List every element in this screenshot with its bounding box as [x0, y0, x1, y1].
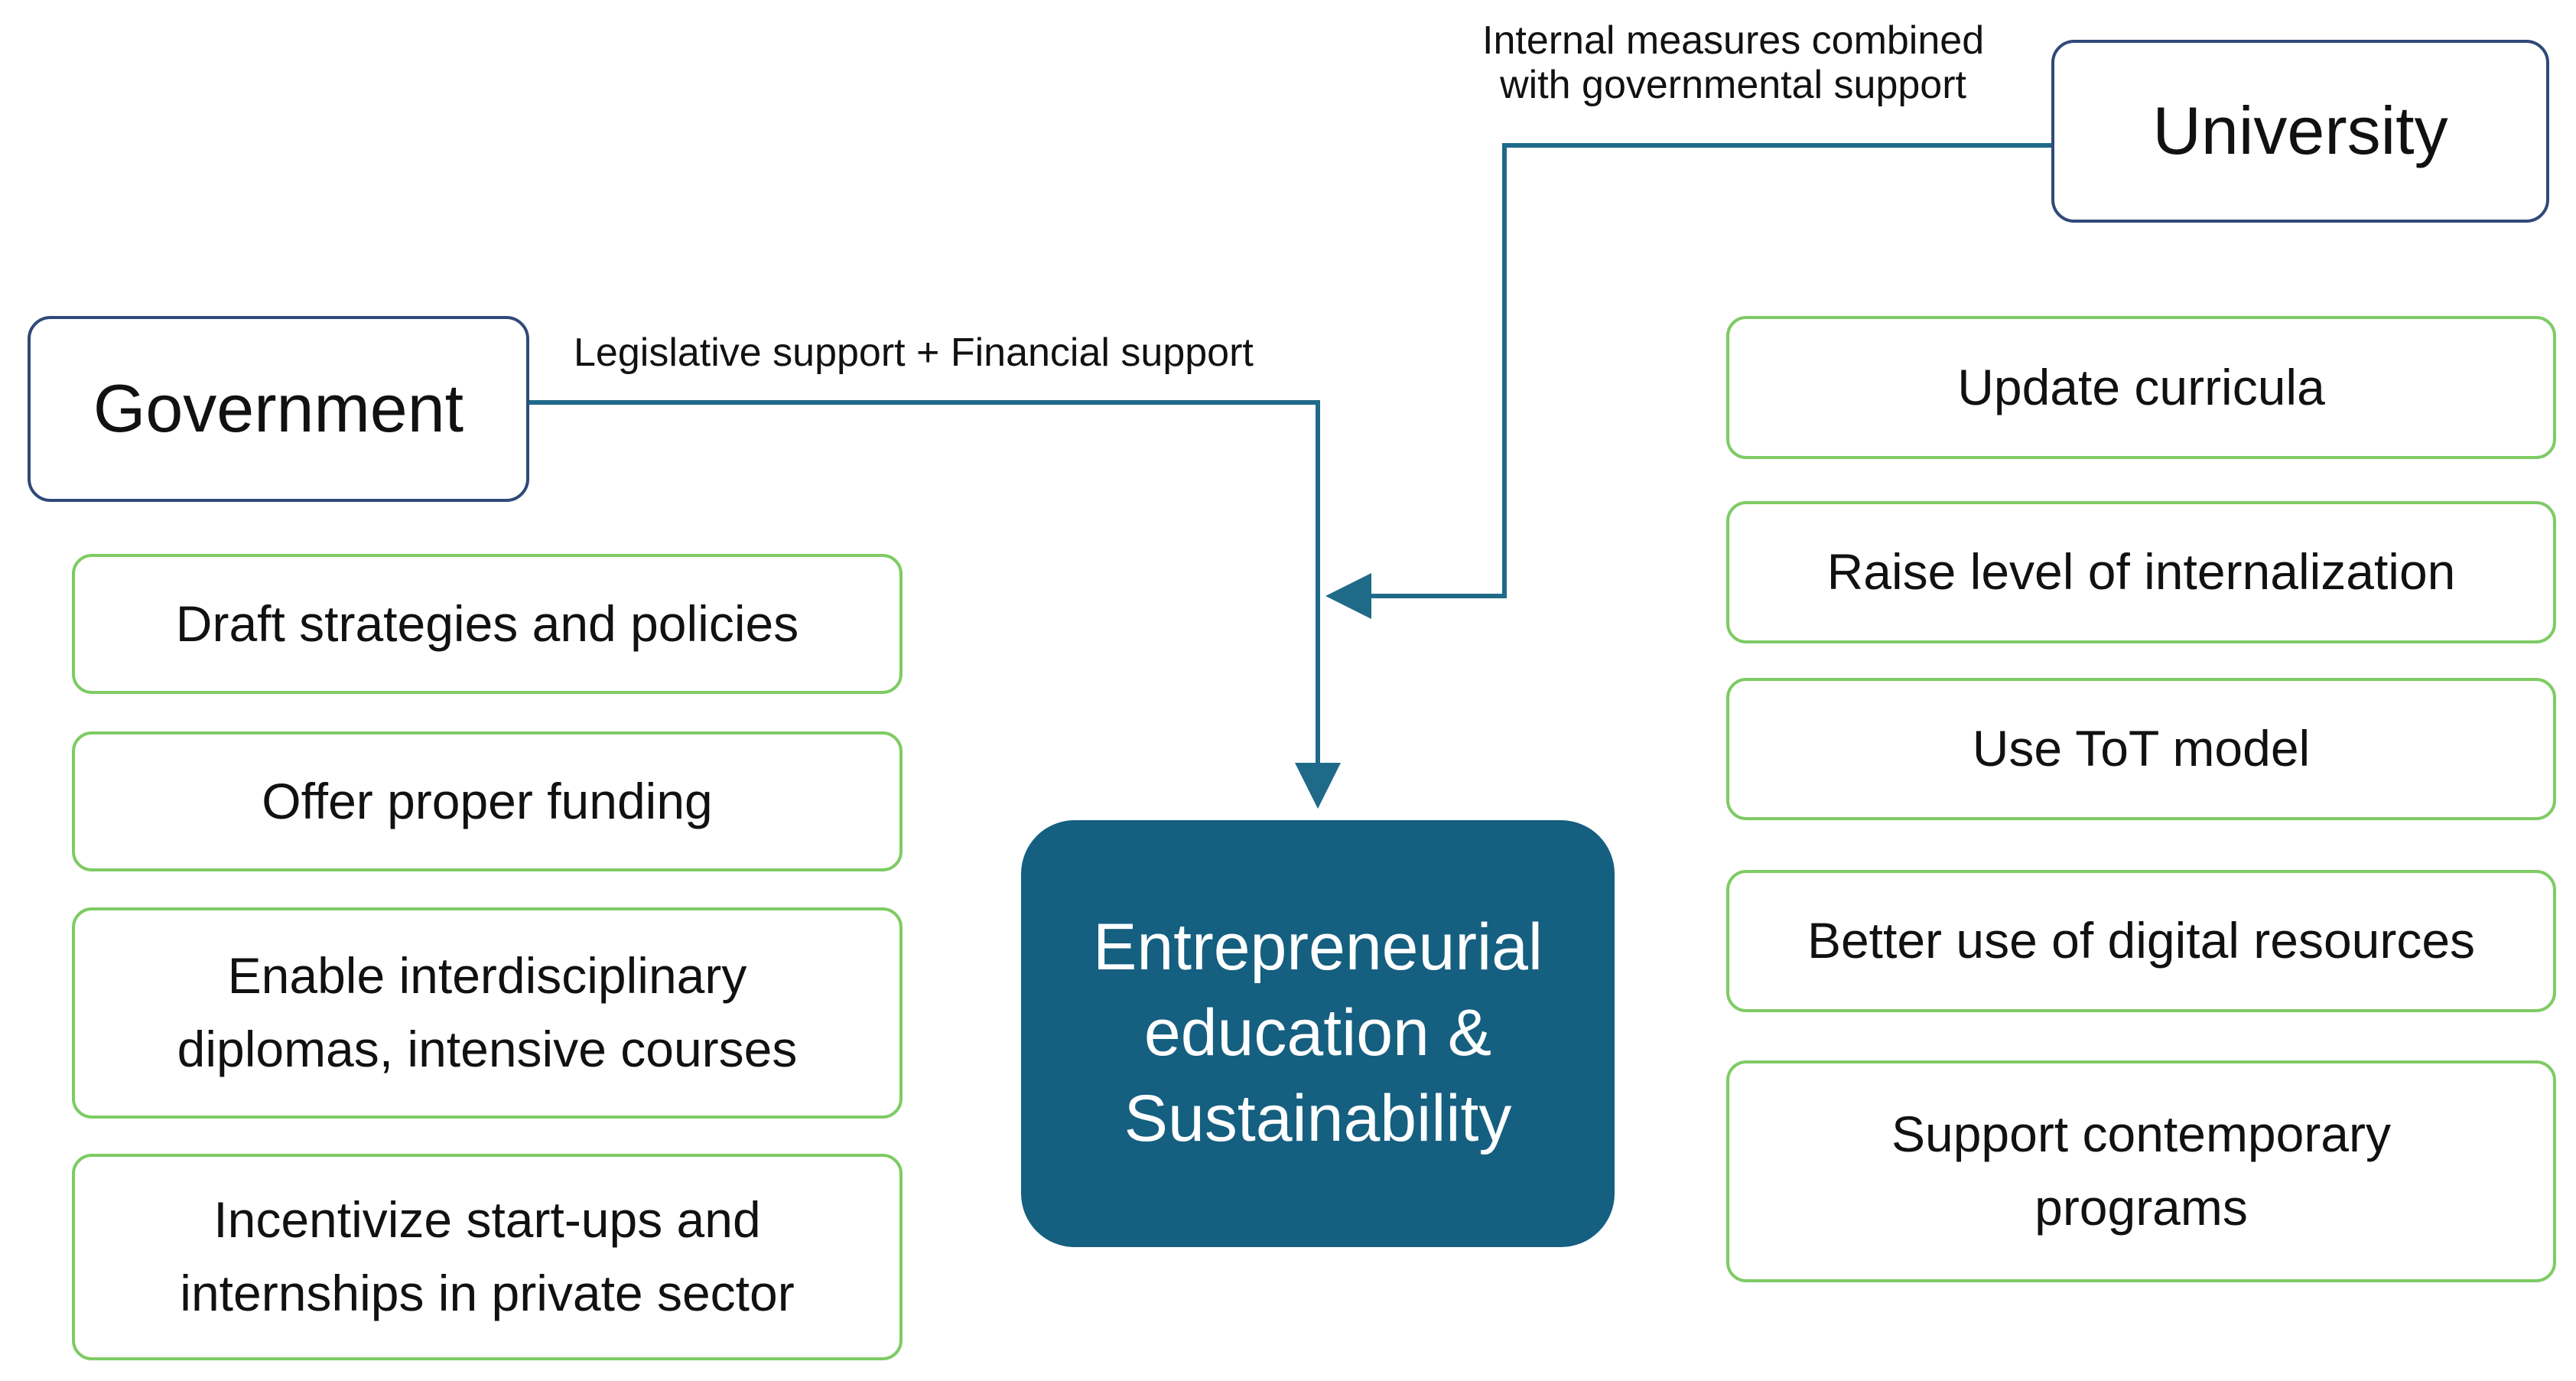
government-edge-label: Legislative support + Financial support	[574, 331, 1254, 375]
government-node: Government	[28, 316, 529, 502]
government-label: Government	[93, 370, 464, 447]
government-action-4: Incentivize start-ups and internships in…	[72, 1154, 903, 1360]
university-action-3: Use ToT model	[1726, 678, 2556, 820]
university-action-4: Better use of digital resources	[1726, 870, 2556, 1012]
center-line-2: education &	[1143, 996, 1492, 1070]
center-node: Entrepreneurial education & Sustainabili…	[1021, 820, 1615, 1247]
center-line-1: Entrepreneurial	[1092, 910, 1543, 985]
university-action-1: Update curricula	[1726, 316, 2556, 459]
university-node: University	[2051, 40, 2549, 223]
government-action-2: Offer proper funding	[72, 731, 903, 871]
university-label: University	[2152, 93, 2448, 169]
university-edge-label: Internal measures combined with governme…	[1482, 18, 1985, 108]
government-action-3: Enable interdisciplinary diplomas, inten…	[72, 907, 903, 1119]
university-connector	[1325, 143, 2051, 619]
university-action-5: Support contemporary programs	[1726, 1060, 2556, 1282]
university-action-2: Raise level of internalization	[1726, 501, 2556, 643]
government-connector	[529, 400, 1341, 809]
government-action-1: Draft strategies and policies	[72, 554, 903, 694]
center-line-3: Sustainability	[1124, 1081, 1512, 1155]
